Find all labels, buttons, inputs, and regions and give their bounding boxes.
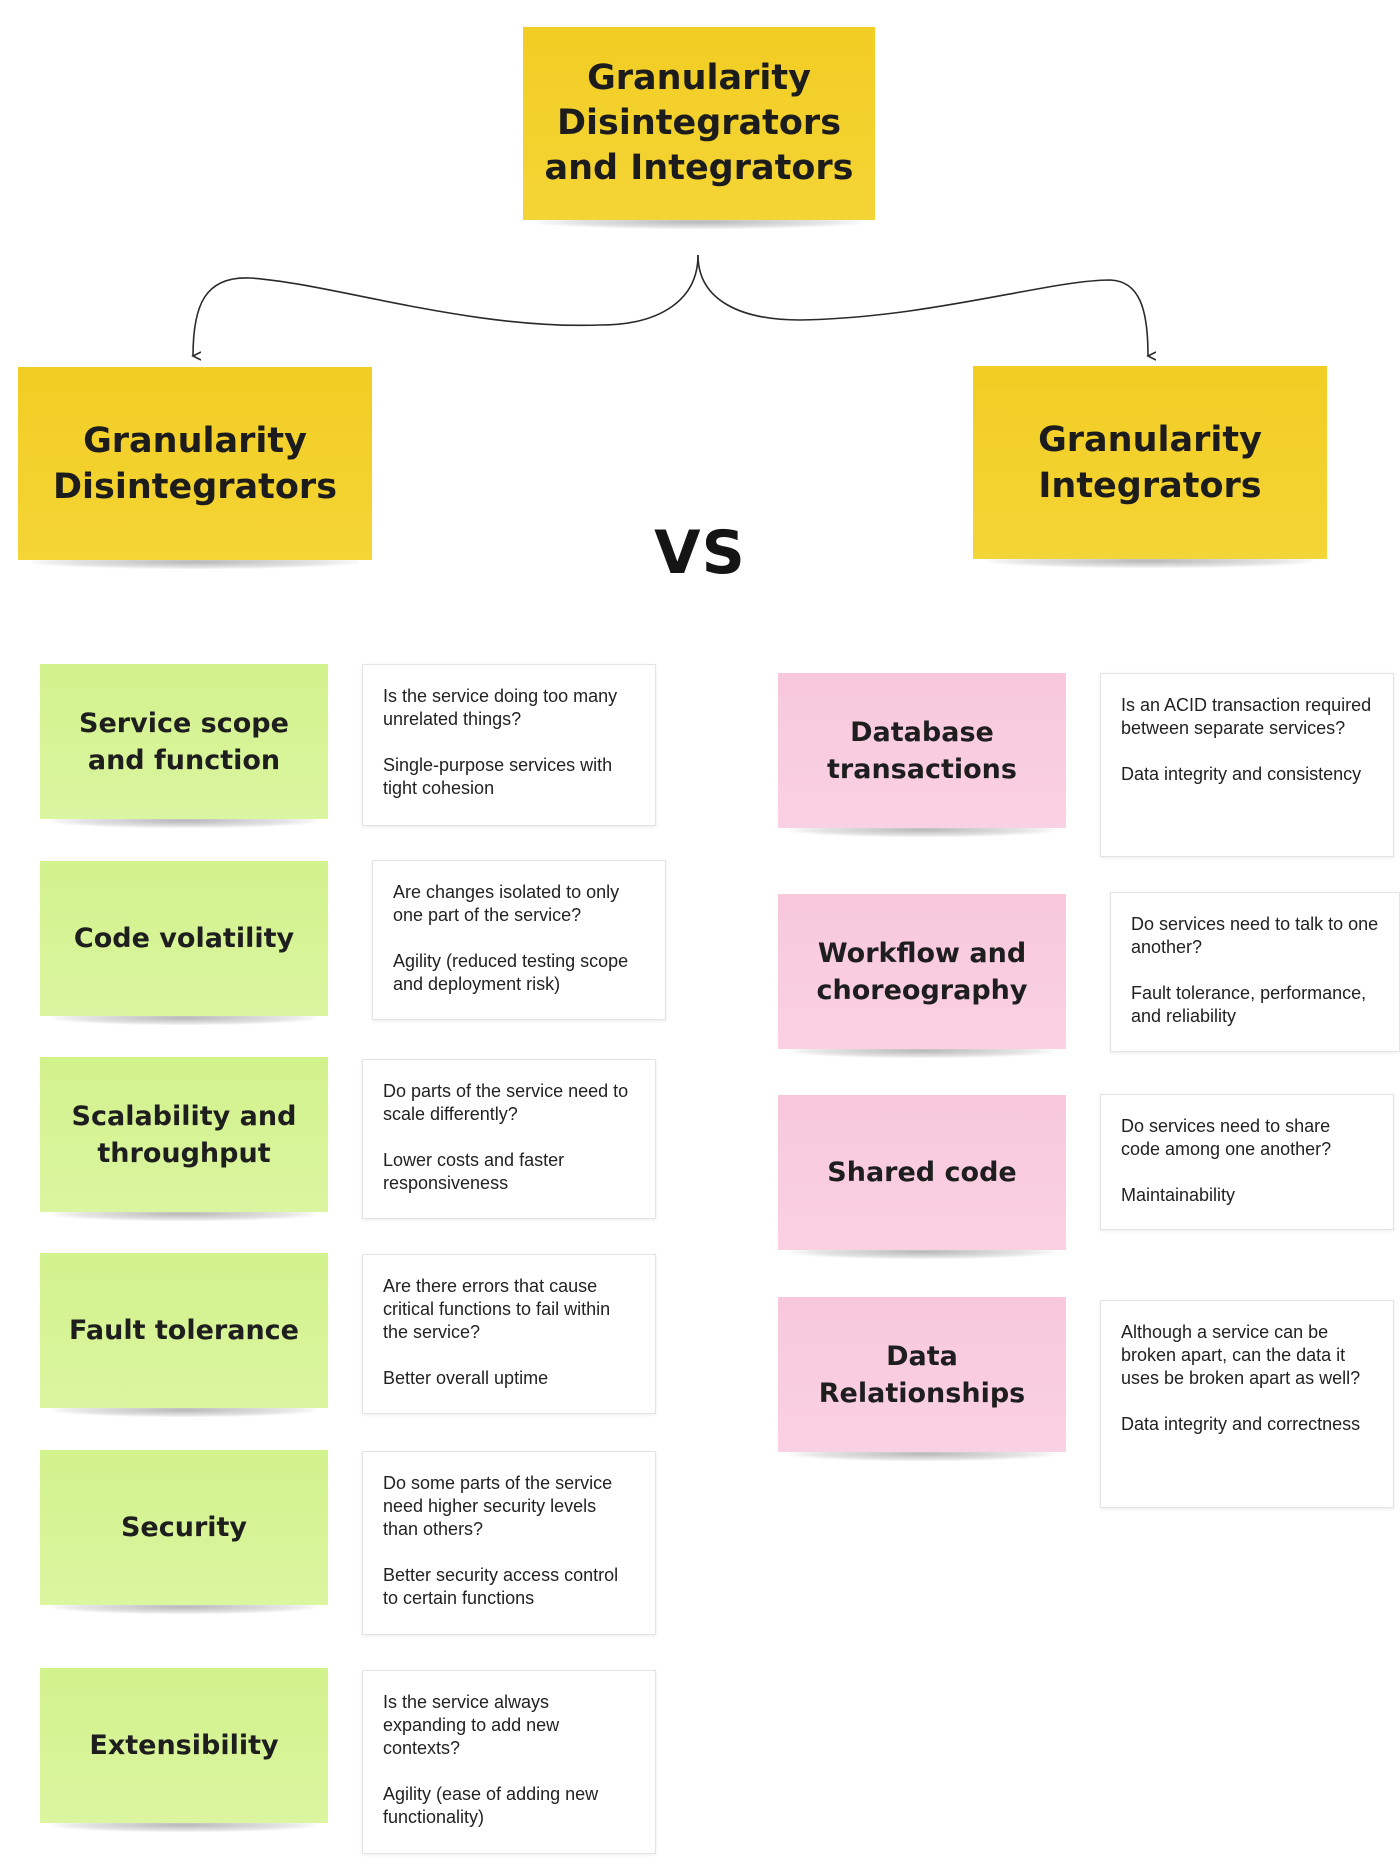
card-question: Is an ACID transaction required between … [1121,695,1372,738]
disintegrator-card-code-volatility: Are changes isolated to only one part of… [372,860,666,1020]
card-benefit: Data integrity and consistency [1121,764,1362,784]
disintegrator-name: Security [120,1512,248,1543]
card-question: Is the service doing too many unrelated … [383,686,618,729]
card-question: Are there errors that cause critical fun… [383,1276,611,1342]
disintegrator-sticky-scalability: Scalability and throughput [40,1057,328,1221]
card-benefit: Data integrity and correctness [1121,1414,1361,1434]
disintegrator-sticky-service-scope: Service scope and function [40,664,328,828]
integrators-header-sticky: Granularity Integrators [973,366,1327,568]
disintegrator-card-security: Do some parts of the service need higher… [362,1451,656,1635]
integrator-sticky-shared-code: Shared code [778,1095,1066,1259]
disintegrator-card-extensibility: Is the service always expanding to add n… [362,1670,656,1854]
disintegrator-sticky-code-volatility: Code volatility [40,861,328,1025]
integrators-header-title: Granularity Integrators [1038,419,1262,506]
card-benefit: Fault tolerance, performance, and reliab… [1131,983,1367,1026]
integrator-sticky-data-relationships: Data Relationships [778,1297,1066,1461]
disintegrator-name: Fault tolerance [69,1315,299,1346]
root-title: Granularity Disintegrators and Integrato… [544,58,854,188]
integrator-sticky-database-transactions: Database transactions [778,673,1066,837]
disintegrator-sticky-security: Security [40,1450,328,1614]
disintegrator-sticky-fault-tolerance: Fault tolerance [40,1253,328,1417]
card-benefit: Better overall uptime [383,1368,549,1388]
card-benefit: Lower costs and faster responsiveness [383,1150,565,1193]
integrator-card-database-transactions: Is an ACID transaction required between … [1100,673,1394,857]
branch-connector [0,254,1400,380]
disintegrator-name: Scalability and throughput [71,1100,297,1169]
disintegrator-name: Service scope and function [79,707,289,776]
connector-right [697,254,1148,356]
disintegrator-card-fault-tolerance: Are there errors that cause critical fun… [362,1254,656,1414]
integrator-name: Database transactions [827,716,1017,785]
card-question: Do services need to share code among one… [1121,1116,1332,1159]
integrator-name: Workflow and choreography [816,937,1028,1006]
card-benefit: Agility (reduced testing scope and deplo… [393,951,629,994]
card-benefit: Single-purpose services with tight cohes… [383,755,613,798]
card-question: Do some parts of the service need higher… [383,1473,613,1539]
disintegrator-card-service-scope: Is the service doing too many unrelated … [362,664,656,826]
root-sticky: Granularity Disintegrators and Integrato… [523,27,875,229]
integrator-card-data-relationships: Although a service can be broken apart, … [1100,1300,1394,1508]
integrator-name: Shared code [827,1157,1017,1188]
disintegrator-card-scalability: Do parts of the service need to scale di… [362,1059,656,1219]
disintegrators-header-sticky: Granularity Disintegrators [18,367,372,569]
card-benefit: Agility (ease of adding new functionalit… [383,1784,599,1827]
integrator-card-shared-code: Do services need to share code among one… [1100,1094,1394,1230]
disintegrators-header-title: Granularity Disintegrators [52,420,338,507]
disintegrator-name: Extensibility [89,1730,279,1761]
card-question: Do services need to talk to one another? [1131,914,1379,957]
integrator-sticky-workflow: Workflow and choreography [778,894,1066,1058]
vs-label: VS [654,518,746,588]
card-question: Is the service always expanding to add n… [383,1692,560,1758]
integrator-name: Data Relationships [818,1340,1026,1409]
disintegrator-name: Code volatility [73,923,295,954]
disintegrator-sticky-extensibility: Extensibility [40,1668,328,1832]
card-benefit: Better security access control to certai… [383,1565,619,1608]
card-question: Do parts of the service need to scale di… [383,1081,629,1124]
card-benefit: Maintainability [1121,1185,1236,1205]
card-question: Although a service can be broken apart, … [1121,1322,1361,1388]
connector-left [193,254,699,356]
card-question: Are changes isolated to only one part of… [393,882,620,925]
integrator-card-workflow: Do services need to talk to one another?… [1110,892,1400,1052]
